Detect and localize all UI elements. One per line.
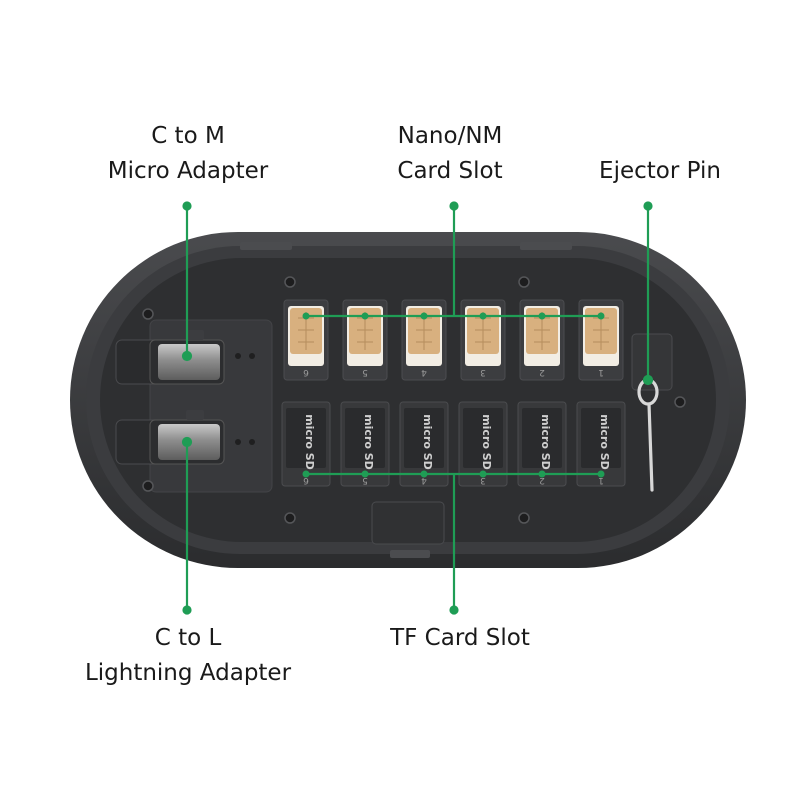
tf-slot: micro SD 6 [281,401,331,487]
hole [249,353,255,359]
nano-slot-number: 3 [480,367,486,377]
callout-c-to-l: C to L Lightning Adapter [68,621,308,691]
tf-slot: micro SD 5 [340,401,390,487]
callout-dot-c-to-m-end [181,350,193,362]
callout-dot-c-to-l-bottom [182,605,192,615]
callout-c-to-m: C to M Micro Adapter [98,119,278,189]
tf-slot-number: 1 [598,475,604,485]
hole [235,353,241,359]
tf-card-logo: micro SD [303,414,316,470]
nano-slot: 4 [401,299,447,381]
tf-slot-number: 5 [362,475,368,485]
callout-c-to-l-line1: C to L [154,625,222,651]
nano-slot-number: 4 [421,367,427,377]
callout-dot-ejector-end [642,374,654,386]
tf-slot-number: 6 [303,475,309,485]
case-notch-left [240,242,292,250]
nano-slot: 5 [342,299,388,381]
screws [142,276,686,524]
tf-slot-number: 2 [539,475,545,485]
callout-dot-tf-bottom [449,605,459,615]
callout-slot-dots [302,312,605,478]
callout-tf-card-slot: TF Card Slot [360,621,560,656]
callout-dot-tf-slot [420,470,428,478]
callout-dot-nano-top [449,201,459,211]
callout-dot-nano-slot [420,312,428,320]
tf-slot: micro SD 3 [458,401,508,487]
nano-slot: 1 [578,299,624,381]
callout-dot-tf-slot [538,470,546,478]
callout-dot-ejector-top [643,201,653,211]
tf-slot: micro SD 1 [576,401,626,487]
tf-slot-number: 4 [421,475,427,485]
nano-card-slot-row: 6 5 4 3 2 1 [283,299,624,381]
nano-slot: 2 [519,299,565,381]
ejector-pin-holder [631,333,673,391]
case-latch [371,501,445,545]
nano-slot-number: 1 [598,367,604,377]
hole [235,439,241,445]
tf-card-logo: micro SD [539,414,552,470]
callout-dot-c-to-m-top [182,201,192,211]
case-notch-bottom [390,550,430,558]
callout-lines [181,201,654,615]
callout-dot-tf-slot [302,470,310,478]
callout-tf-card-slot-line1: TF Card Slot [390,625,530,651]
nano-slot: 6 [283,299,329,381]
tf-card-logo: micro SD [421,414,434,470]
tf-card-logo: micro SD [598,414,611,470]
tf-card [286,408,326,468]
callout-ejector-pin: Ejector Pin [580,154,740,189]
callout-dot-tf-slot [361,470,369,478]
callout-nano-nm-line1: Nano/NM [397,123,503,149]
tf-slot: micro SD 4 [399,401,449,487]
callout-dot-nano-slot [302,312,310,320]
callout-dot-nano-slot [597,312,605,320]
callout-ejector-pin-line1: Ejector Pin [599,158,721,184]
tf-card-logo: micro SD [480,414,493,470]
tf-slot: micro SD 2 [517,401,567,487]
callout-c-to-m-line2: Micro Adapter [107,158,269,184]
callout-dot-tf-slot [597,470,605,478]
case-notch-right [520,242,572,250]
tf-slot-number: 3 [480,475,486,485]
tf-card-logo: micro SD [362,414,375,470]
nano-slot-number: 5 [362,367,368,377]
hole [249,439,255,445]
callout-dot-c-to-l-end [181,436,193,448]
callout-c-to-m-line1: C to M [151,123,225,149]
tf-card [522,408,562,468]
tf-card [463,408,503,468]
callout-dot-nano-slot [538,312,546,320]
callout-dot-tf-slot [479,470,487,478]
callout-nano-nm: Nano/NM Card Slot [360,119,540,189]
nano-slot: 3 [460,299,506,381]
callout-c-to-l-line2: Lightning Adapter [84,660,292,686]
tf-card [404,408,444,468]
tf-card [345,408,385,468]
nano-slot-number: 6 [303,367,309,377]
tf-card [581,408,621,468]
callout-nano-nm-line2: Card Slot [397,158,503,184]
c-to-m-micro-adapter [115,330,225,385]
nano-slot-number: 2 [539,367,545,377]
callout-dot-nano-slot [479,312,487,320]
callout-dot-nano-slot [361,312,369,320]
